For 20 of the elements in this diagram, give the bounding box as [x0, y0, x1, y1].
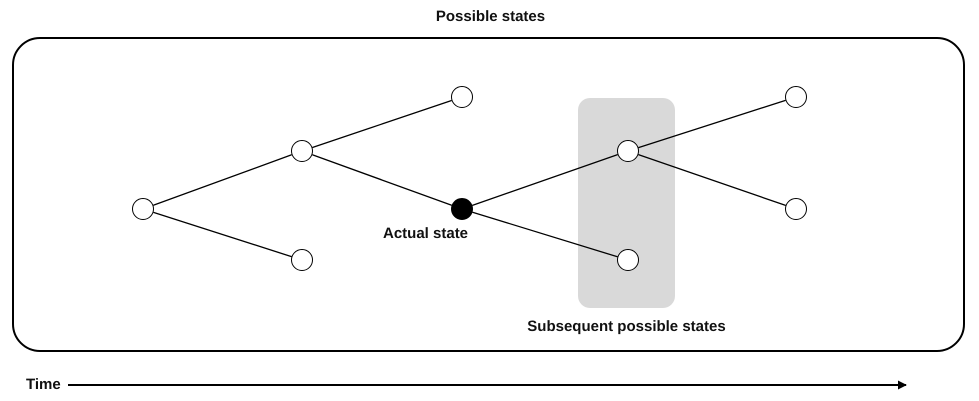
- transition-line: [312, 100, 452, 148]
- open-state-circle: [291, 140, 313, 162]
- transition-line: [153, 212, 292, 258]
- open-state-circle: [291, 249, 313, 271]
- open-state-circle: [617, 140, 639, 162]
- transition-line: [638, 154, 786, 206]
- transition-line: [312, 154, 452, 206]
- heading: Possible states: [434, 8, 546, 25]
- open-state-circle: [451, 86, 473, 108]
- transition-line: [472, 212, 618, 258]
- transition-line: [153, 154, 292, 206]
- open-state-circle: [785, 86, 807, 108]
- transition-line: [472, 154, 618, 206]
- heading: Subsequent possible states: [526, 318, 727, 335]
- open-state-circle: [132, 198, 154, 220]
- open-state-circle: [617, 249, 639, 271]
- transition-line: [638, 100, 786, 148]
- state-label: Actual state: [383, 225, 468, 242]
- axis-label: Time: [26, 376, 61, 393]
- open-state-circle: [785, 198, 807, 220]
